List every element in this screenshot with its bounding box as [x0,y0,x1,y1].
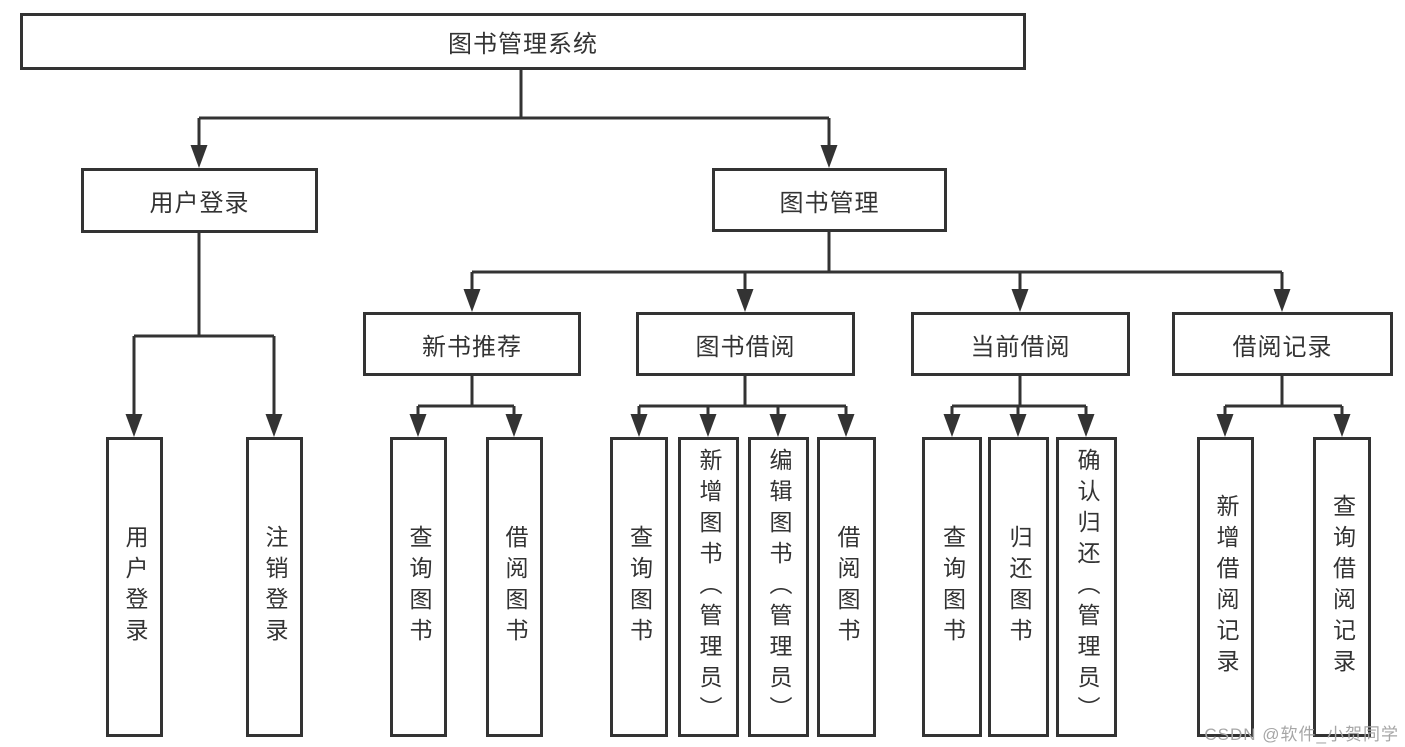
node-new-book-recommend-label: 新书推荐 [422,333,522,361]
leaf-add-borrow-record-label: 新增借阅记录 [1213,494,1239,680]
node-book-borrowing: 图书借阅 [636,312,855,376]
csdn-watermark: CSDN @软件_小贺同学 [1204,725,1399,744]
leaf-logout: 注销登录 [246,437,303,737]
node-library-system-label: 图书管理系统 [448,31,598,58]
leaf-query-books-current: 查询图书 [922,437,982,737]
leaf-user-login: 用户登录 [106,437,163,737]
leaf-return-book-label: 归还图书 [1006,525,1032,649]
node-new-book-recommend: 新书推荐 [363,312,581,376]
leaf-logout-label: 注销登录 [262,525,288,649]
leaf-user-login-label: 用户登录 [122,525,148,649]
leaf-query-books-recommend: 查询图书 [390,437,447,737]
node-user-login: 用户登录 [81,168,318,233]
node-library-system: 图书管理系统 [20,13,1026,70]
leaf-borrow-books-label: 借阅图书 [834,525,860,649]
leaf-borrow-books: 借阅图书 [817,437,876,737]
leaf-add-book-admin: 新增图书（管理员） [678,437,739,737]
node-book-management-label: 图书管理 [779,189,880,217]
node-borrowing-records-label: 借阅记录 [1232,333,1333,361]
node-current-borrowing-label: 当前借阅 [970,333,1071,361]
leaf-confirm-return-admin: 确认归还（管理员） [1056,437,1117,737]
leaf-borrow-books-recommend-label: 借阅图书 [502,525,528,649]
leaf-query-borrow-record-label: 查询借阅记录 [1329,494,1356,680]
leaf-edit-book-admin-label: 编辑图书（管理员） [766,447,792,727]
leaf-add-book-admin-label: 新增图书（管理员） [696,447,722,727]
leaf-confirm-return-admin-label: 确认归还（管理员） [1074,447,1100,727]
node-book-management: 图书管理 [712,168,947,232]
node-current-borrowing: 当前借阅 [911,312,1130,376]
leaf-query-borrow-record: 查询借阅记录 [1313,437,1371,737]
node-user-login-label: 用户登录 [149,190,250,217]
leaf-query-books-current-label: 查询图书 [939,525,966,649]
node-borrowing-records: 借阅记录 [1172,312,1393,376]
leaf-borrow-books-recommend: 借阅图书 [486,437,543,737]
leaf-query-books-borrow-label: 查询图书 [626,525,653,649]
leaf-query-books-borrow: 查询图书 [610,437,668,737]
leaf-query-books-recommend-label: 查询图书 [406,525,432,649]
leaf-edit-book-admin: 编辑图书（管理员） [748,437,809,737]
leaf-return-book: 归还图书 [988,437,1049,737]
node-book-borrowing-label: 图书借阅 [695,333,796,361]
leaf-add-borrow-record: 新增借阅记录 [1197,437,1254,737]
